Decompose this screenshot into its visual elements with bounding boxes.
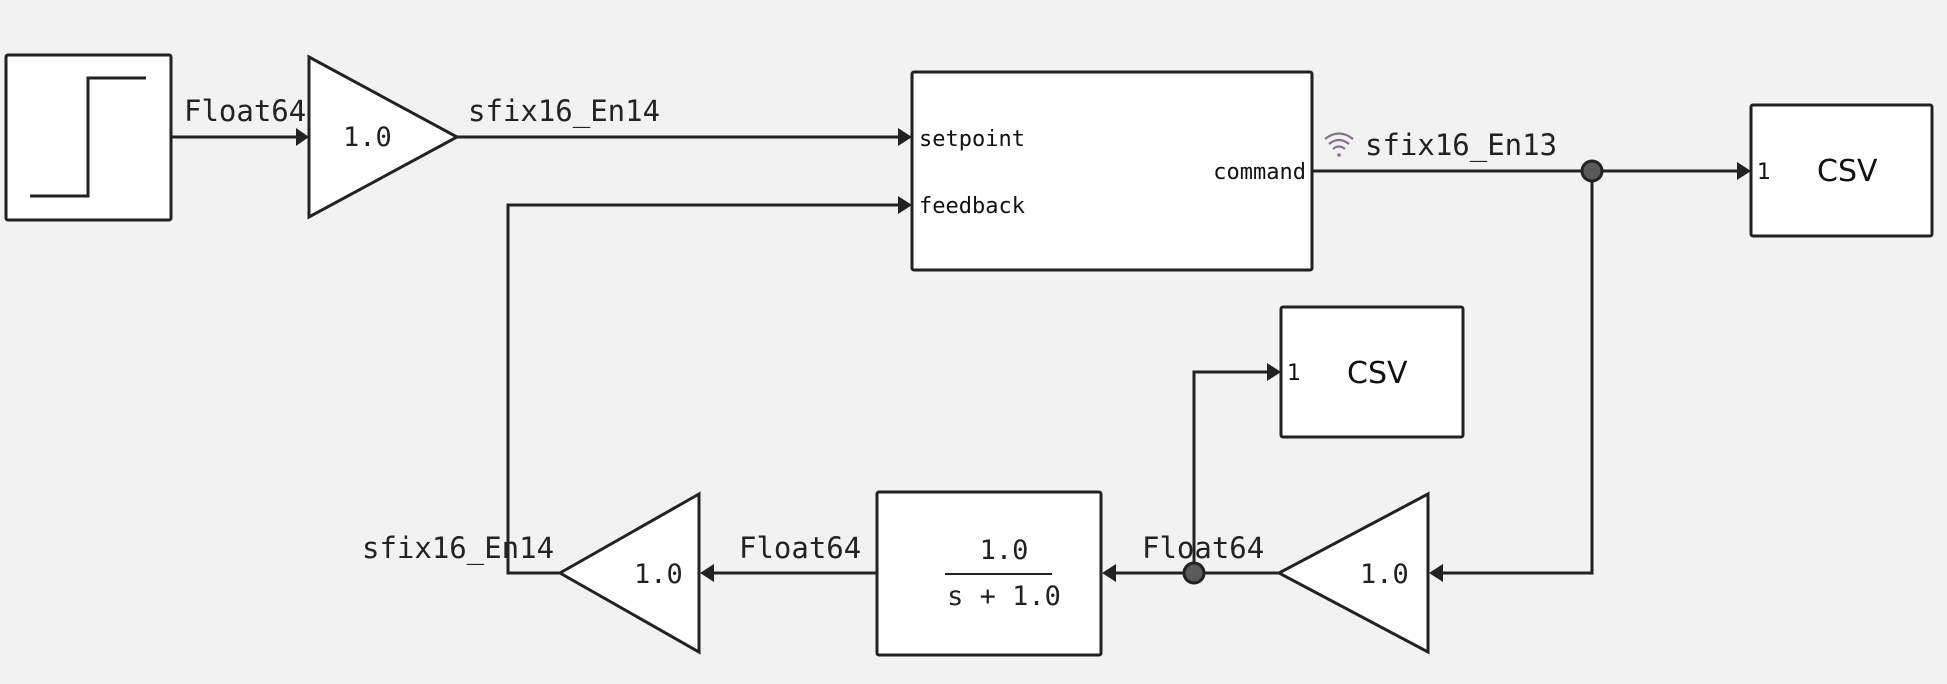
csv-plant-port: 1 — [1287, 361, 1301, 386]
arrow-head — [898, 128, 912, 146]
gain-actuator-block[interactable]: 1.0 — [1275, 491, 1430, 655]
signal-label-gain-forward: sfix16_En14 — [468, 94, 660, 129]
arrow-head — [1102, 564, 1116, 582]
arrow-head — [1429, 564, 1443, 582]
csv-command-label: CSV — [1817, 154, 1878, 189]
port-setpoint: setpoint — [919, 127, 1025, 152]
signal-label-tf: Float64 — [739, 531, 861, 565]
tf-denominator: s + 1.0 — [947, 581, 1061, 612]
arrow-head — [1737, 162, 1751, 180]
csv-plant-block[interactable]: 1 CSV — [1279, 305, 1465, 439]
gain-sensor-block[interactable]: 1.0 — [556, 491, 701, 655]
transfer-function-block[interactable]: 1.0 s + 1.0 — [875, 490, 1103, 657]
arrow-head — [296, 128, 309, 146]
gain-sensor-value: 1.0 — [634, 559, 683, 590]
gain-forward-value: 1.0 — [343, 122, 392, 153]
wire-command-to-actuator[interactable] — [1442, 171, 1594, 575]
gain-actuator-value: 1.0 — [1360, 559, 1409, 590]
signal-label-command: sfix16_En13 — [1365, 128, 1557, 163]
step-block[interactable] — [4, 53, 173, 222]
arrow-head — [1267, 363, 1281, 381]
csv-command-port: 1 — [1757, 160, 1771, 185]
signal-broadcast-icon — [1324, 132, 1354, 157]
controller-block[interactable]: setpoint feedback command — [910, 70, 1314, 272]
csv-command-block[interactable]: 1 CSV — [1749, 103, 1934, 238]
step-function-icon — [30, 76, 146, 198]
signal-label-feedback: sfix16_En14 — [362, 531, 554, 566]
junction-command — [1580, 159, 1604, 183]
signal-label-step: Float64 — [184, 94, 306, 128]
junction-plant — [1182, 561, 1206, 585]
arrow-head — [700, 564, 714, 582]
gain-forward-block[interactable]: 1.0 — [307, 54, 461, 220]
arrow-head — [898, 196, 912, 214]
tf-numerator: 1.0 — [980, 535, 1029, 566]
port-feedback: feedback — [919, 194, 1025, 219]
csv-plant-label: CSV — [1347, 356, 1408, 391]
port-command: command — [1213, 160, 1306, 185]
signal-label-plant: Float64 — [1142, 531, 1264, 565]
wire-feedback[interactable] — [506, 203, 900, 575]
wire-branch-to-csv[interactable] — [1192, 370, 1268, 573]
